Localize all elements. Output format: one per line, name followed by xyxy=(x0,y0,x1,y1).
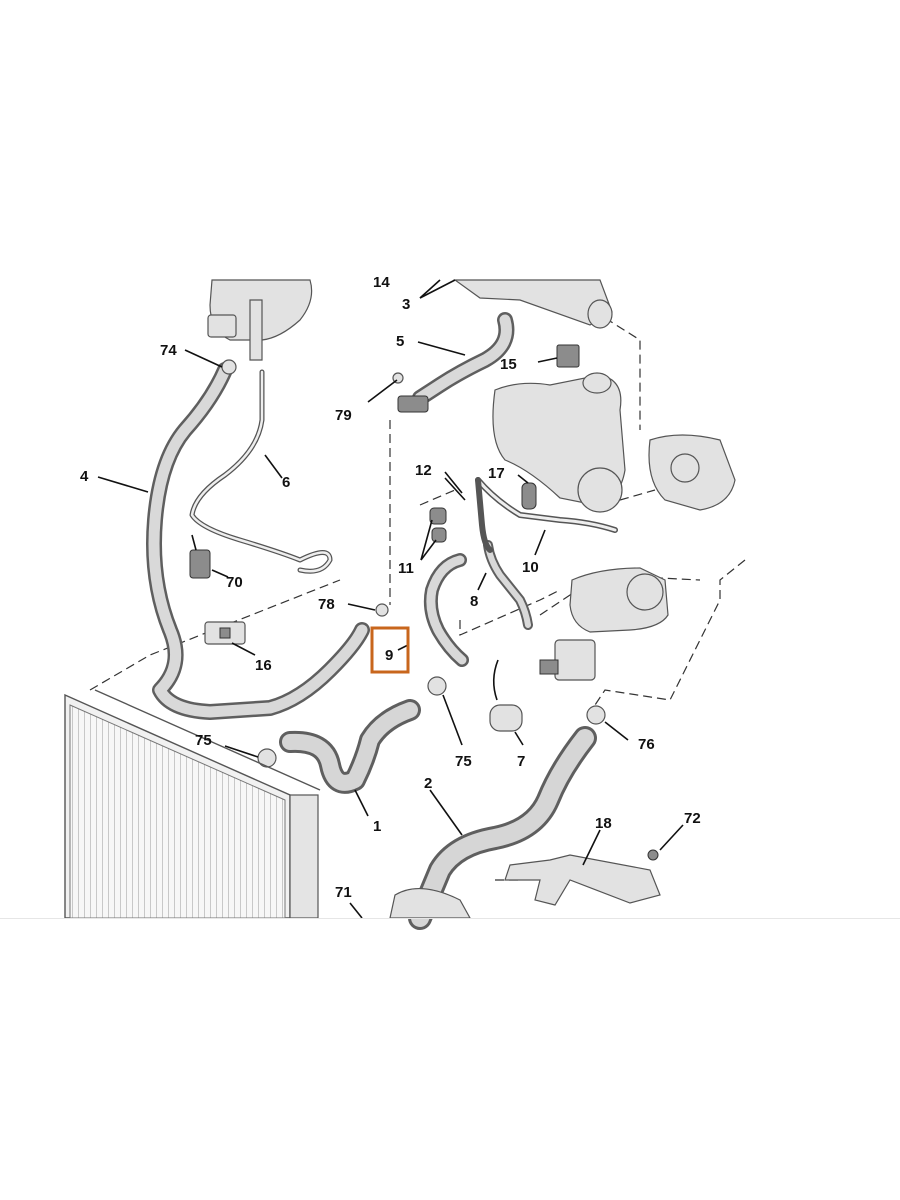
expansion-tank xyxy=(207,279,313,361)
callout-78: 78 xyxy=(318,596,335,613)
highlight-box-9 xyxy=(370,626,410,674)
callout-75-right: 75 xyxy=(455,753,472,770)
callout-8: 8 xyxy=(470,593,478,610)
callout-15: 15 xyxy=(500,356,517,373)
callout-72: 72 xyxy=(684,810,701,827)
radiator xyxy=(64,689,321,919)
sensor-70 xyxy=(189,534,211,579)
callout-6: 6 xyxy=(282,474,290,491)
connector-16 xyxy=(204,621,246,645)
callout-18: 18 xyxy=(595,815,612,832)
callout-70: 70 xyxy=(226,574,243,591)
callout-12: 12 xyxy=(415,462,432,479)
callout-labels: 14 3 74 5 15 79 4 6 12 17 11 10 8 70 78 … xyxy=(80,274,701,901)
seals-11 xyxy=(429,507,447,543)
image-bottom-edge xyxy=(0,918,900,919)
bracket-18 xyxy=(504,854,661,906)
water-pump-module xyxy=(539,639,596,681)
callout-10: 10 xyxy=(522,559,539,576)
callout-5: 5 xyxy=(396,333,404,350)
callout-1: 1 xyxy=(373,818,381,835)
callout-16: 16 xyxy=(255,657,272,674)
callout-17: 17 xyxy=(488,465,505,482)
valve-79 xyxy=(397,395,429,413)
leader-lines xyxy=(97,279,684,919)
callout-76: 76 xyxy=(638,736,655,753)
turbocharger xyxy=(492,344,626,513)
bolt-72 xyxy=(647,849,659,861)
callout-79: 79 xyxy=(335,407,352,424)
callout-74: 74 xyxy=(160,342,177,359)
callout-75-left: 75 xyxy=(195,732,212,749)
egr-cooler xyxy=(569,567,669,633)
callout-7: 7 xyxy=(517,753,525,770)
callout-2: 2 xyxy=(424,775,432,792)
callout-9: 9 xyxy=(385,647,393,664)
callout-3: 3 xyxy=(402,296,410,313)
hose-17 xyxy=(521,482,537,510)
callout-14: 14 xyxy=(373,274,390,291)
hose-7 xyxy=(489,704,523,732)
callout-4: 4 xyxy=(80,468,89,485)
callout-71: 71 xyxy=(335,884,352,901)
upper-pipe-3 xyxy=(453,279,613,329)
thermostat-housing xyxy=(648,434,736,511)
lower-engine-parts xyxy=(389,887,472,919)
callout-11: 11 xyxy=(398,560,414,577)
